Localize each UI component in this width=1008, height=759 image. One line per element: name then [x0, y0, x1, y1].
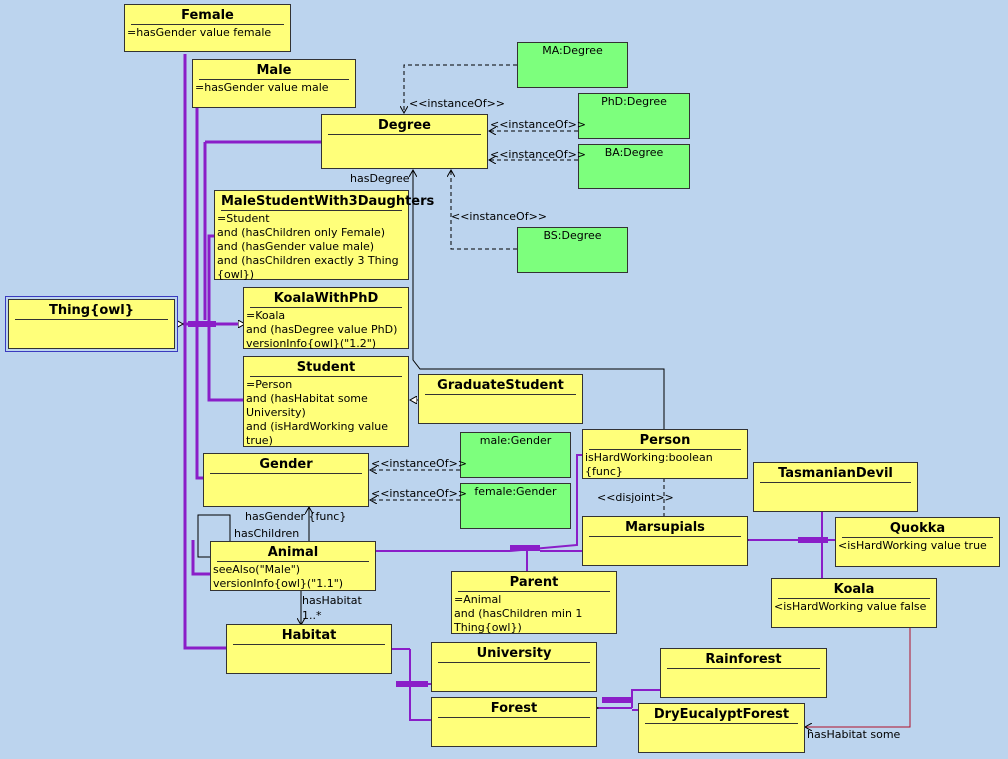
individual-name: BA:Degree — [604, 146, 664, 159]
class-line: =Animal — [454, 593, 502, 606]
class-line: Thing{owl}) — [454, 621, 522, 634]
class-koalawithphd[interactable]: KoalaWithPhD =Koala and (hasDegree value… — [243, 287, 409, 350]
class-name: Habitat — [233, 627, 385, 645]
class-animal[interactable]: Animal seeAlso("Male") versionInfo{owl}(… — [210, 541, 376, 591]
class-line: versionInfo{owl}("1.2") — [246, 337, 377, 350]
hashabitat-label: hasHabitat — [302, 594, 362, 607]
class-marsupials[interactable]: Marsupials — [582, 516, 748, 566]
class-name: Animal — [217, 544, 369, 562]
individual-name: MA:Degree — [542, 44, 603, 57]
class-forest[interactable]: Forest — [431, 697, 597, 747]
class-name: Thing{owl} — [15, 302, 168, 320]
class-name: Marsupials — [589, 519, 741, 537]
individual-male-gender[interactable]: male:Gender — [460, 432, 571, 478]
class-name: GraduateStudent — [425, 377, 576, 395]
class-tasmaniandevil[interactable]: TasmanianDevil — [753, 462, 918, 512]
class-name: Forest — [438, 700, 590, 718]
class-name: Gender — [210, 456, 362, 474]
class-name: University — [438, 645, 590, 663]
instanceof-label-ba: <<instanceOf>> — [490, 148, 586, 161]
individual-name: BS:Degree — [543, 229, 602, 242]
class-dryeucalyptforest[interactable]: DryEucalyptForest — [638, 703, 805, 753]
class-line: <isHardWorking value true — [838, 539, 987, 552]
class-line: University) — [246, 406, 306, 419]
class-line: and (isHardWorking value — [246, 420, 389, 433]
class-line: =hasGender value male — [195, 81, 329, 94]
generalization-lines — [178, 54, 322, 650]
class-line: and (hasHabitat some — [246, 392, 368, 405]
individual-name: PhD:Degree — [601, 95, 667, 108]
class-line: =Student — [217, 212, 270, 225]
class-line: and (hasChildren exactly 3 Thing — [217, 254, 399, 267]
class-student[interactable]: Student =Person and (hasHabitat some Uni… — [243, 356, 409, 447]
class-gender[interactable]: Gender — [203, 453, 369, 507]
individual-phd-degree[interactable]: PhD:Degree — [578, 93, 690, 139]
class-name: Male — [199, 62, 349, 80]
individual-name: male:Gender — [479, 434, 552, 447]
class-line: =hasGender value female — [127, 26, 272, 39]
class-name: Female — [131, 7, 284, 25]
hasdegree-label: hasDegree — [350, 172, 410, 185]
instanceof-label-bs: <<instanceOf>> — [451, 210, 547, 223]
class-line: {func} — [585, 465, 623, 478]
class-thing[interactable]: Thing{owl} — [8, 299, 175, 349]
class-line: =Person — [246, 378, 293, 391]
class-habitat[interactable]: Habitat — [226, 624, 392, 674]
class-name: Parent — [458, 574, 610, 592]
class-female[interactable]: Female =hasGender value female — [124, 4, 291, 52]
class-parent[interactable]: Parent =Animal and (hasChildren min 1 Th… — [451, 571, 617, 634]
class-name: Koala — [778, 581, 930, 599]
class-line: seeAlso("Male") — [213, 563, 301, 576]
instanceof-label-phd: <<instanceOf>> — [490, 118, 586, 131]
class-line: true) — [246, 434, 273, 447]
individual-ba-degree[interactable]: BA:Degree — [578, 144, 690, 189]
class-name: DryEucalyptForest — [645, 706, 798, 724]
class-male[interactable]: Male =hasGender value male — [192, 59, 356, 108]
class-university[interactable]: University — [431, 642, 597, 692]
class-line: and (hasGender value male) — [217, 240, 375, 253]
class-line: and (hasChildren only Female) — [217, 226, 386, 239]
class-line: and (hasDegree value PhD) — [246, 323, 398, 336]
instanceof-label-male: <<instanceOf>> — [371, 457, 467, 470]
hashabitat-some-label: hasHabitat some — [807, 728, 901, 741]
multiplicity-label: 1..* — [302, 609, 322, 622]
class-rainforest[interactable]: Rainforest — [660, 648, 827, 698]
class-name: Degree — [328, 117, 481, 135]
class-person[interactable]: Person isHardWorking:boolean {func} — [582, 429, 748, 479]
instanceof-label-female: <<instanceOf>> — [371, 487, 467, 500]
class-graduatestudent[interactable]: GraduateStudent — [418, 374, 583, 424]
class-malestudentwith3daughters[interactable]: MaleStudentWith3Daughters =Student and (… — [214, 190, 435, 281]
class-name: KoalaWithPhD — [250, 290, 402, 308]
class-line: {owl}) — [217, 268, 255, 281]
class-line: =Koala — [246, 309, 286, 322]
individual-female-gender[interactable]: female:Gender — [460, 483, 571, 529]
disjoint-label: <<disjoint>> — [597, 491, 674, 504]
individual-bs-degree[interactable]: BS:Degree — [517, 227, 628, 273]
class-name: Rainforest — [667, 651, 820, 669]
hasgender-label: hasGender {func} — [245, 510, 347, 523]
class-name: MaleStudentWith3Daughters — [221, 194, 435, 211]
class-degree[interactable]: Degree — [321, 114, 488, 169]
individual-ma-degree[interactable]: MA:Degree — [517, 42, 628, 88]
class-line: isHardWorking:boolean — [585, 451, 713, 464]
instanceof-label-ma: <<instanceOf>> — [409, 97, 505, 110]
class-quokka[interactable]: Quokka <isHardWorking value true — [835, 517, 1000, 567]
class-name: Person — [589, 432, 741, 450]
class-name: Quokka — [842, 520, 993, 538]
class-name: Student — [250, 359, 402, 377]
class-koala[interactable]: Koala <isHardWorking value false — [771, 578, 937, 628]
haschildren-label: hasChildren — [234, 527, 300, 540]
class-line: and (hasChildren min 1 — [454, 607, 583, 620]
class-name: TasmanianDevil — [760, 465, 911, 483]
class-line: <isHardWorking value false — [774, 600, 927, 613]
class-line: versionInfo{owl}("1.1") — [213, 577, 344, 590]
individual-name: female:Gender — [474, 485, 557, 498]
